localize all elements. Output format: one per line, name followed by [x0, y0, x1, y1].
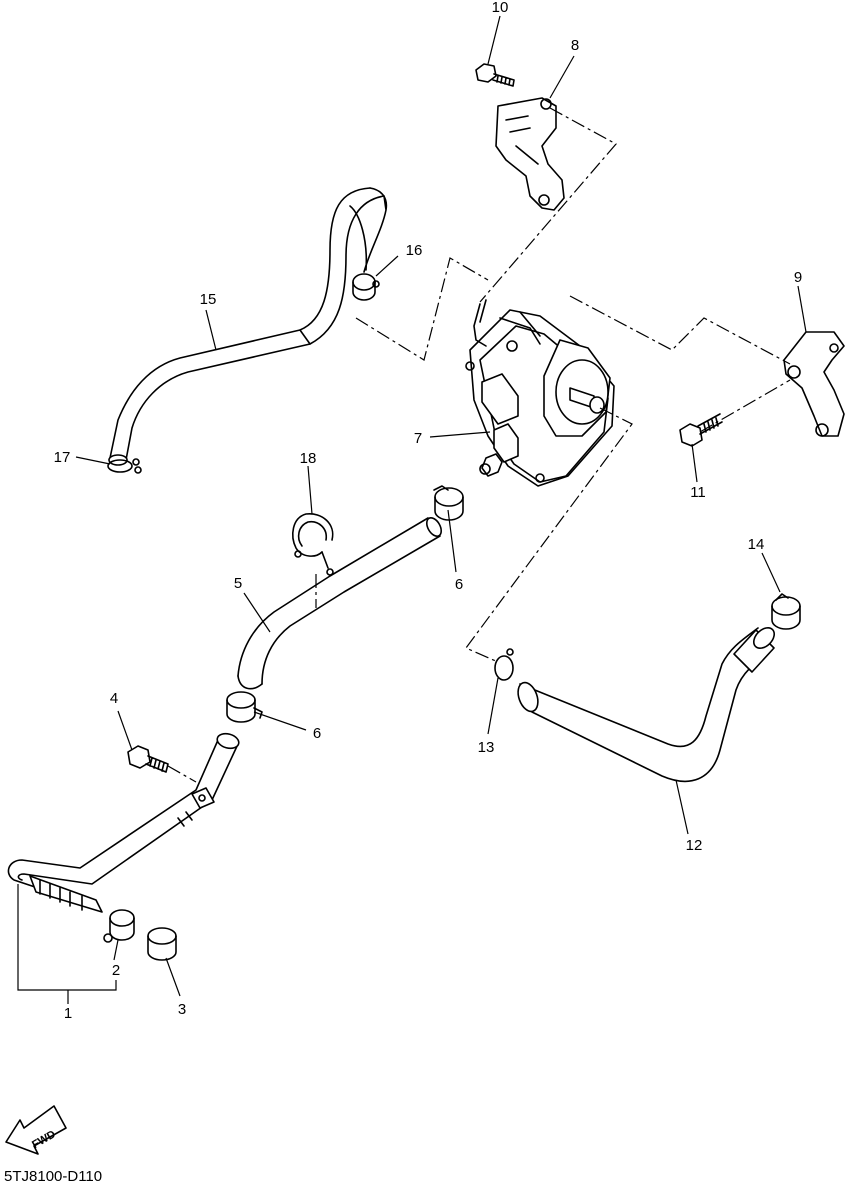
hose-part-15: [108, 187, 388, 466]
bolt-part-10: [475, 63, 515, 87]
callout-5: 5: [234, 575, 242, 592]
callout-6-lower: 6: [313, 725, 321, 742]
bolt-part-4: [127, 745, 169, 773]
callout-15: 15: [200, 291, 217, 308]
callout-8: 8: [571, 37, 579, 54]
callout-4: 4: [110, 690, 118, 707]
callout-16: 16: [406, 242, 423, 259]
hose-part-5: [237, 517, 443, 690]
clamp-part-14: [771, 593, 801, 630]
callout-17: 17: [54, 449, 71, 466]
bracket-part-9: [783, 331, 845, 437]
fwd-arrow-icon: FWD: [5, 1105, 67, 1155]
clamp-part-16: [352, 273, 380, 301]
clamp-part-6-lower: [226, 691, 263, 723]
bolt-part-11: [679, 413, 723, 447]
callout-13: 13: [478, 739, 495, 756]
clip-part-13: [494, 648, 514, 681]
callout-9: 9: [794, 269, 802, 286]
callout-10: 10: [492, 0, 509, 16]
callout-3: 3: [178, 1001, 186, 1018]
air-valve-part-7: [465, 299, 615, 487]
clamp-part-2: [103, 909, 135, 943]
leader-lines: [17, 15, 807, 1004]
assembly-lines: [167, 107, 791, 783]
callout-2: 2: [112, 962, 120, 979]
callout-11: 11: [690, 484, 706, 501]
callout-labels: 10 8 9 16 15 17 7 18 11 14 6 5 4 6 13 12…: [54, 0, 803, 1022]
pipe-part-1: [7, 732, 240, 913]
callout-6-upper: 6: [455, 576, 463, 593]
callout-14: 14: [748, 536, 765, 553]
figure-code: 5TJ8100-D110: [4, 1168, 102, 1183]
clip-part-17: [107, 458, 142, 474]
bracket-part-8: [495, 97, 565, 211]
callout-18: 18: [300, 450, 317, 467]
callout-12: 12: [686, 837, 703, 854]
clip-part-18: [292, 513, 334, 576]
callout-1: 1: [64, 1005, 72, 1022]
sleeve-part-3: [147, 927, 177, 961]
hose-part-12: [517, 627, 775, 783]
callout-7: 7: [414, 430, 422, 447]
